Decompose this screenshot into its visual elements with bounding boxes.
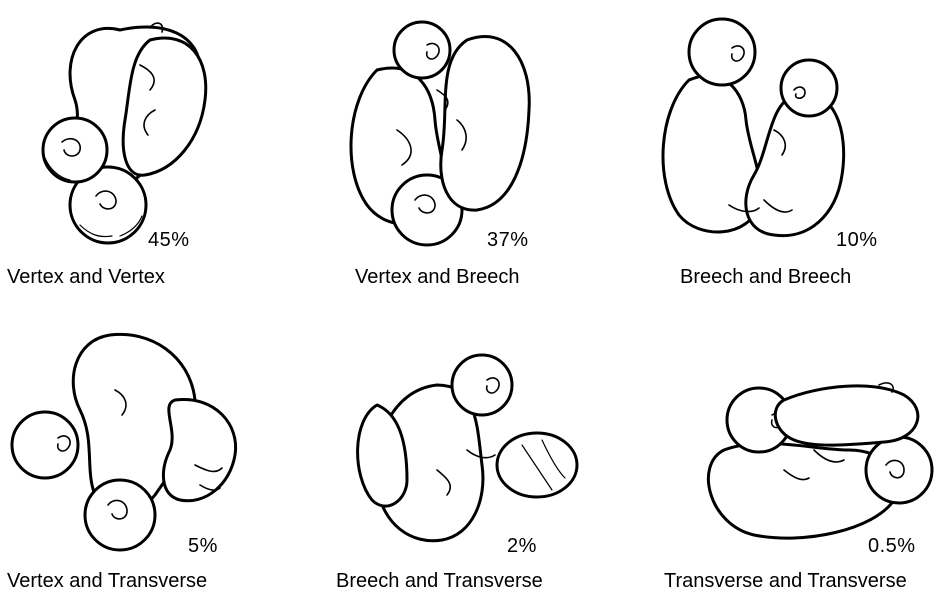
- twins-vertex-transverse-illustration: [0, 300, 317, 560]
- panel-transverse-transverse: 0.5% Transverse and Transverse: [634, 300, 951, 598]
- twins-breech-breech-illustration: [634, 0, 951, 260]
- panel-vertex-transverse: 5% Vertex and Transverse: [0, 300, 317, 598]
- percentage-label: 10%: [836, 229, 878, 252]
- presentation-caption: Vertex and Transverse: [7, 570, 324, 593]
- percentage-label: 45%: [148, 229, 190, 252]
- presentation-caption: Vertex and Vertex: [7, 266, 324, 289]
- presentation-caption: Vertex and Breech: [355, 266, 672, 289]
- percentage-label: 0.5%: [868, 535, 916, 558]
- percentage-label: 37%: [487, 229, 529, 252]
- presentation-caption: Breech and Transverse: [336, 570, 653, 593]
- panel-vertex-breech: 37% Vertex and Breech: [317, 0, 634, 298]
- twins-breech-transverse-illustration: [317, 300, 634, 560]
- twins-vertex-vertex-illustration: [0, 0, 317, 260]
- percentage-label: 2%: [507, 535, 537, 558]
- twins-transverse-transverse-illustration: [634, 300, 951, 560]
- presentation-caption: Transverse and Transverse: [664, 570, 952, 593]
- percentage-label: 5%: [188, 535, 218, 558]
- presentation-caption: Breech and Breech: [680, 266, 952, 289]
- panel-breech-breech: 10% Breech and Breech: [634, 0, 951, 298]
- panel-vertex-vertex: 45% Vertex and Vertex: [0, 0, 317, 298]
- panel-breech-transverse: 2% Breech and Transverse: [317, 300, 634, 598]
- twins-vertex-breech-illustration: [317, 0, 634, 260]
